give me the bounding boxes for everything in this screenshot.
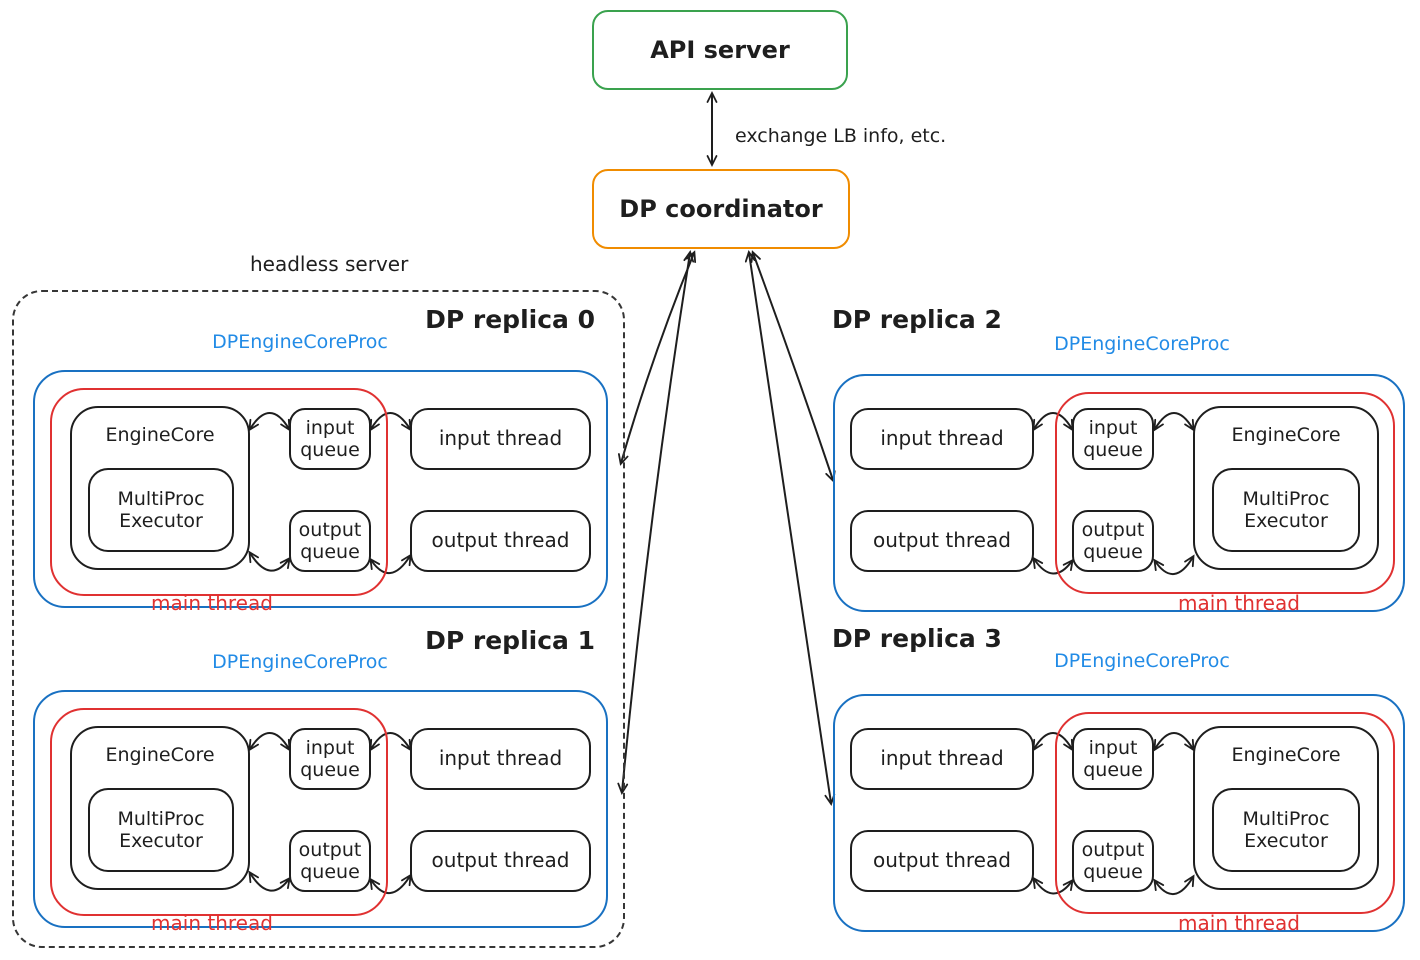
replica3-main-thread-frame	[1055, 712, 1395, 914]
replica0-multiproc-executor-label: MultiProc Executor	[117, 487, 205, 532]
replica1-input-thread-label: input thread	[438, 746, 563, 771]
replica2-multiproc-executor-node: MultiProc Executor	[1212, 468, 1360, 552]
replica0-enginecore-label: EngineCore	[105, 424, 215, 446]
replica0-multiproc-executor-node: MultiProc Executor	[88, 468, 234, 552]
replica2-multiproc-executor-label: MultiProc Executor	[1242, 487, 1330, 532]
replica0-output-queue-label: output queue	[298, 518, 362, 563]
replica3-input-queue-label: input queue	[1083, 736, 1143, 781]
dp-coordinator-node: DP coordinator	[592, 169, 850, 249]
replica2-proc-label: DPEngineCoreProc	[1054, 333, 1230, 355]
dp-coordinator-label: DP coordinator	[619, 195, 823, 223]
exchange-info-label: exchange LB info, etc.	[735, 125, 947, 147]
replica3-output-thread-label: output thread	[873, 848, 1011, 873]
replica1-output-thread-label: output thread	[431, 848, 570, 873]
replica2-input-thread-node: input thread	[850, 408, 1034, 470]
replica3-title: DP replica 3	[832, 624, 1002, 653]
replica3-main-thread-label: main thread	[1178, 911, 1300, 935]
api-server-label: API server	[650, 36, 790, 64]
replica0-enginecore-node: EngineCore	[70, 406, 250, 570]
arrow-coordinator-replica0	[618, 250, 697, 466]
replica1-title: DP replica 1	[425, 626, 595, 655]
replica3-process-frame	[833, 694, 1405, 932]
replica0-input-thread-label: input thread	[438, 426, 563, 451]
replica2-input-thread-label: input thread	[880, 426, 1004, 451]
replica2-output-queue-label: output queue	[1081, 518, 1145, 563]
replica2-enginecore-node: EngineCore	[1193, 406, 1379, 570]
replica3-multiproc-executor-node: MultiProc Executor	[1212, 788, 1360, 872]
replica3-enginecore-label: EngineCore	[1231, 744, 1341, 766]
headless-server-frame	[12, 290, 625, 948]
api-server-node: API server	[592, 10, 848, 90]
replica1-output-queue-node: output queue	[289, 830, 371, 892]
replica0-process-frame	[33, 370, 608, 608]
headless-server-label: headless server	[250, 252, 409, 276]
replica2-input-queue-label: input queue	[1083, 416, 1143, 461]
replica0-proc-label: DPEngineCoreProc	[212, 331, 388, 353]
replica1-input-queue-label: input queue	[300, 736, 360, 781]
arrow-coordinator-replica3	[744, 250, 836, 806]
replica1-main-thread-label: main thread	[151, 911, 273, 935]
replica2-output-thread-label: output thread	[873, 528, 1011, 553]
replica0-input-thread-node: input thread	[410, 408, 591, 470]
replica0-title: DP replica 0	[425, 305, 595, 334]
replica3-output-queue-label: output queue	[1081, 838, 1145, 883]
replica2-enginecore-label: EngineCore	[1231, 424, 1341, 446]
replica2-input-queue-node: input queue	[1072, 408, 1154, 470]
replica1-enginecore-label: EngineCore	[105, 744, 215, 766]
replica1-process-frame	[33, 690, 608, 928]
replica3-proc-label: DPEngineCoreProc	[1054, 650, 1230, 672]
replica2-output-thread-node: output thread	[850, 510, 1034, 572]
replica1-multiproc-executor-node: MultiProc Executor	[88, 788, 234, 872]
arrow-coordinator-replica1	[617, 250, 695, 795]
replica2-main-thread-label: main thread	[1178, 591, 1300, 615]
replica0-output-thread-label: output thread	[431, 528, 570, 553]
replica1-proc-label: DPEngineCoreProc	[212, 651, 388, 673]
replica0-input-queue-label: input queue	[300, 416, 360, 461]
replica0-output-queue-node: output queue	[289, 510, 371, 572]
replica0-input-queue-node: input queue	[289, 408, 371, 470]
arrow-coordinator-replica2	[750, 250, 836, 483]
replica1-output-queue-label: output queue	[298, 838, 362, 883]
replica3-input-thread-node: input thread	[850, 728, 1034, 790]
replica1-main-thread-frame	[50, 708, 388, 916]
replica1-enginecore-node: EngineCore	[70, 726, 250, 890]
replica2-main-thread-frame	[1055, 392, 1395, 594]
replica1-input-thread-node: input thread	[410, 728, 591, 790]
replica0-main-thread-label: main thread	[151, 591, 273, 615]
replica3-input-thread-label: input thread	[880, 746, 1004, 771]
replica2-output-queue-node: output queue	[1072, 510, 1154, 572]
replica3-multiproc-executor-label: MultiProc Executor	[1242, 807, 1330, 852]
replica1-output-thread-node: output thread	[410, 830, 591, 892]
replica0-output-thread-node: output thread	[410, 510, 591, 572]
replica3-input-queue-node: input queue	[1072, 728, 1154, 790]
replica1-multiproc-executor-label: MultiProc Executor	[117, 807, 205, 852]
replica3-enginecore-node: EngineCore	[1193, 726, 1379, 890]
replica3-output-queue-node: output queue	[1072, 830, 1154, 892]
replica2-title: DP replica 2	[832, 305, 1002, 334]
replica0-main-thread-frame	[50, 388, 388, 596]
replica2-process-frame	[833, 374, 1405, 612]
replica3-output-thread-node: output thread	[850, 830, 1034, 892]
replica1-input-queue-node: input queue	[289, 728, 371, 790]
